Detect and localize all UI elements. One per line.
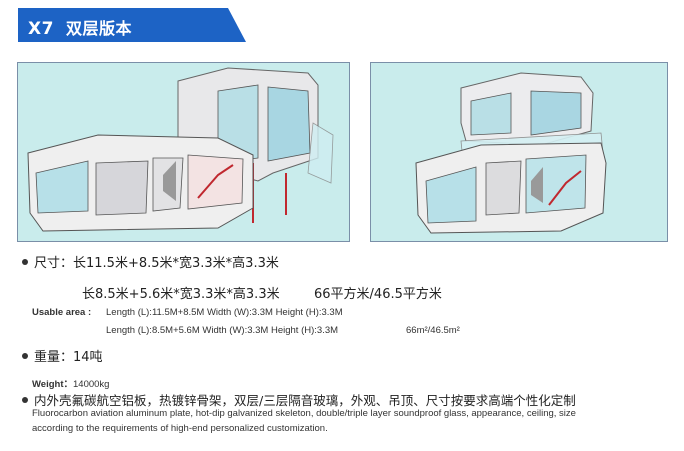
model-code: X7 (28, 19, 54, 39)
weight-cn: 重量：14吨 (22, 346, 103, 365)
capsule-illustration-right (415, 72, 607, 234)
material-en-2: according to the requirements of high-en… (32, 423, 328, 434)
product-image-left (17, 62, 350, 242)
material-cn: 内外壳氟碳航空铝板，热镀锌骨架，双层/三层隔音玻璃，外观、吊顶、尺寸按要求高端个… (22, 390, 576, 409)
material-en-1: Fluorocarbon aviation aluminum plate, ho… (32, 408, 576, 419)
version-title: 双层版本 (65, 19, 132, 38)
page-title: X7 双层版本 (28, 15, 132, 39)
weight-label: Weight： (32, 379, 73, 390)
usable-area-label: Usable area : (32, 307, 92, 318)
product-image-right (370, 62, 668, 242)
capsule-illustration-left (27, 67, 334, 232)
title-banner: X7 双层版本 (18, 8, 246, 42)
bullet-icon (22, 396, 28, 403)
area-cn: 66平方米/46.5平方米 (314, 287, 442, 302)
size-cn-line-1: 尺寸：长11.5米+8.5米*宽3.3米*高3.3米 (22, 252, 279, 271)
area-en: 66m²/46.5m² (406, 325, 460, 336)
usable-area-en-1: Length (L):11.5M+8.5M Width (W):3.3M Hei… (106, 307, 343, 318)
bullet-icon (22, 258, 28, 265)
weight-value: 14000kg (73, 379, 110, 390)
bullet-icon (22, 352, 28, 359)
usable-area-en-2: Length (L):8.5M+5.6M Width (W):3.3M Heig… (106, 325, 339, 336)
size-cn-line-2: 长8.5米+5.6米*宽3.3米*高3.3米 (82, 287, 280, 302)
weight-en: Weight：14000kg (32, 372, 109, 391)
